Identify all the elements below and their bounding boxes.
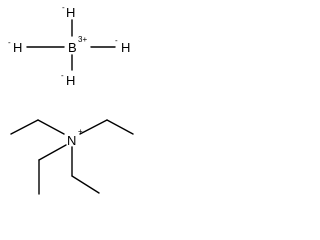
charge-hydrogen-right: -: [115, 36, 118, 45]
bond-ethyl-left-ch2-ch3: [10, 119, 39, 135]
atom-hydrogen-bottom: H: [66, 73, 75, 88]
charge-hydrogen-top: -: [62, 3, 65, 12]
bond-n-ethyl-left-ch2: [37, 119, 65, 135]
bond-ethyl-bottom-ch2-ch3: [71, 175, 100, 194]
atom-hydrogen-right: H: [121, 40, 130, 55]
atom-boron: B: [68, 40, 77, 55]
charge-nitrogen: +: [78, 127, 83, 136]
charge-hydrogen-left: -: [8, 38, 11, 47]
chemical-structure-diagram: B 3+ - H - H - H - H N +: [8, 3, 134, 195]
tetraethylammonium-ion: N +: [10, 119, 134, 195]
atom-hydrogen-left: H: [13, 40, 22, 55]
atom-hydrogen-top: H: [66, 5, 75, 20]
bond-ethyl-right-ch2-ch3: [106, 119, 134, 135]
atom-nitrogen: N: [67, 133, 76, 148]
bond-n-ethyl-right-ch2: [79, 119, 108, 135]
charge-boron: 3+: [78, 35, 87, 44]
charge-hydrogen-bottom: -: [61, 71, 64, 80]
borohydride-ion: B 3+ - H - H - H - H: [8, 3, 130, 88]
bond-n-ethyl-bottom-left-ch2: [38, 144, 67, 161]
